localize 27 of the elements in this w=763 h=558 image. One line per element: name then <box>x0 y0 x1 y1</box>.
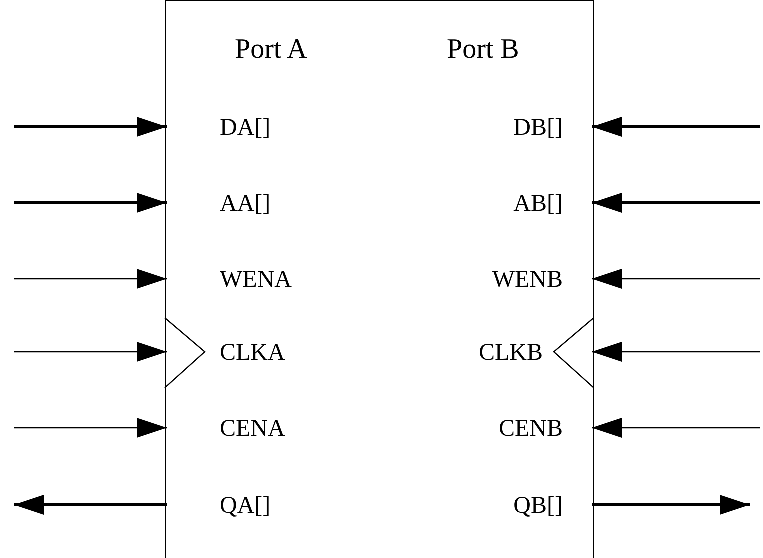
pin-label: CLKA <box>166 338 286 368</box>
arrow <box>14 117 167 137</box>
arrow <box>592 117 760 137</box>
pin-label: CENB <box>498 414 593 444</box>
pin-label: AA[] <box>166 189 271 219</box>
arrow <box>592 495 750 515</box>
arrow <box>592 193 760 213</box>
pin-label: CENA <box>166 414 286 444</box>
arrow <box>14 495 167 515</box>
arrow <box>14 269 167 289</box>
arrow <box>14 418 167 438</box>
arrow <box>592 418 760 438</box>
pin-label: CLKB <box>478 338 593 368</box>
pin-label: WENA <box>166 265 292 295</box>
pin-label: AB[] <box>514 189 593 219</box>
pin-label: DA[] <box>166 113 271 143</box>
arrow <box>14 342 167 362</box>
port-heading: Port A <box>235 33 308 67</box>
pin-label: QA[] <box>166 491 271 521</box>
arrow <box>592 342 760 362</box>
arrow <box>14 193 167 213</box>
pin-label: QB[] <box>514 491 593 521</box>
pin-label: DB[] <box>514 113 593 143</box>
port-heading: Port B <box>447 33 520 67</box>
memory-block <box>165 0 594 558</box>
arrow <box>592 269 760 289</box>
pin-label: WENB <box>492 265 593 295</box>
